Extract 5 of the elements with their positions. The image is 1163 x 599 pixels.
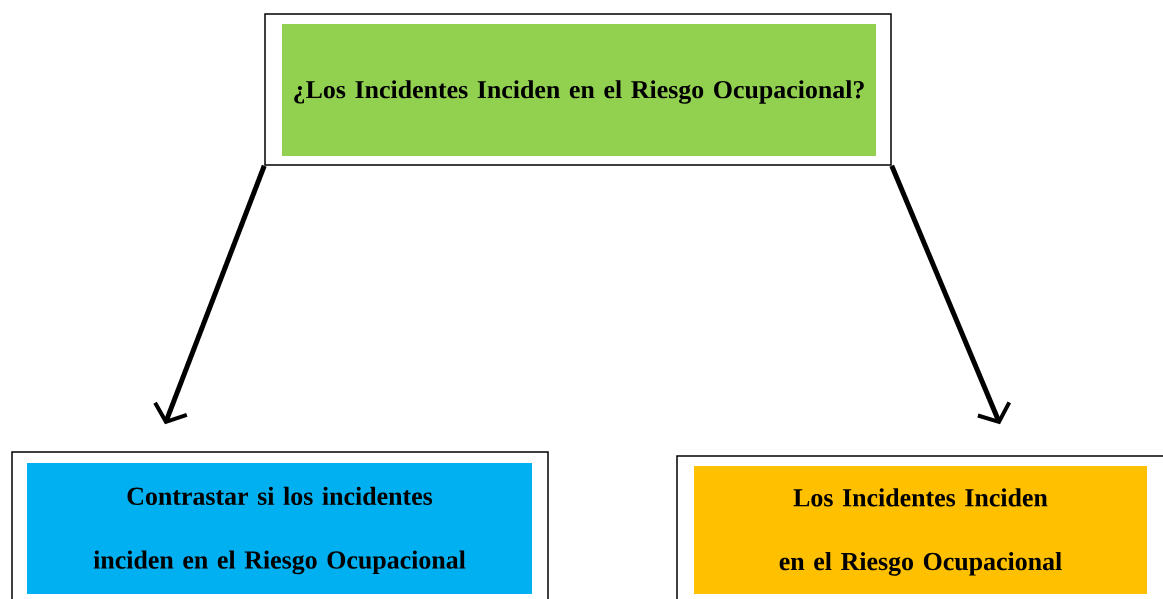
arrow	[889, 164, 1012, 425]
arrow	[153, 164, 267, 425]
process-box: Contrastar si los incidentes inciden en el Riesgo Ocupacional	[11, 451, 549, 599]
process-box: ¿Los Incidentes Inciden en el Riesgo Ocupacional?	[264, 13, 892, 166]
process-box: Los Incidentes Inciden en el Riesgo Ocupacional	[676, 455, 1163, 599]
